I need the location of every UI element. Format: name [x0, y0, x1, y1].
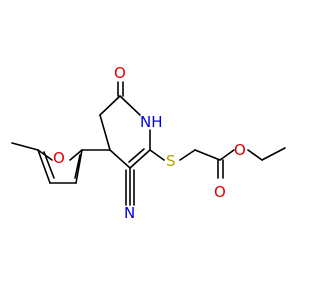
bond-ethyl [261, 147, 286, 161]
atom-s-thioether: S [166, 152, 176, 170]
bond-furan-o-c2 [69, 149, 83, 161]
bond-ether-o-ch2 [247, 149, 263, 161]
bond-furan-c4-c5 [37, 149, 51, 184]
bond-ch2-carbonyl [194, 149, 221, 161]
bond-c2-s [149, 149, 165, 161]
atom-nh-ring: NH [140, 113, 163, 131]
bond-s-ch2 [179, 149, 196, 161]
bond-furan-c4-c5-double [43, 151, 55, 179]
bond-c6-n1 [119, 95, 141, 116]
atom-o-ester-carbonyl: O [214, 183, 226, 201]
bond-c3-c4 [109, 149, 131, 169]
molecule-diagram: O NH O S O O N [11, 64, 286, 222]
atom-n-nitrile: N [124, 204, 135, 222]
bond-methyl-furan [11, 142, 39, 151]
bond-c2-c3-double [128, 148, 145, 163]
bond-c2-c3 [129, 149, 151, 169]
atom-o-furan: O [53, 149, 65, 167]
bond-furan-c2-c3 [75, 149, 83, 184]
bond-carbonyl-ether-o [219, 149, 235, 161]
bond-c4-c5 [99, 114, 111, 151]
atom-o-ring-carbonyl: O [114, 64, 126, 82]
bond-c5-c6 [99, 95, 121, 116]
bond-furan-c3-c3-double [74, 154, 81, 179]
atom-o-ester-ether: O [234, 141, 246, 159]
